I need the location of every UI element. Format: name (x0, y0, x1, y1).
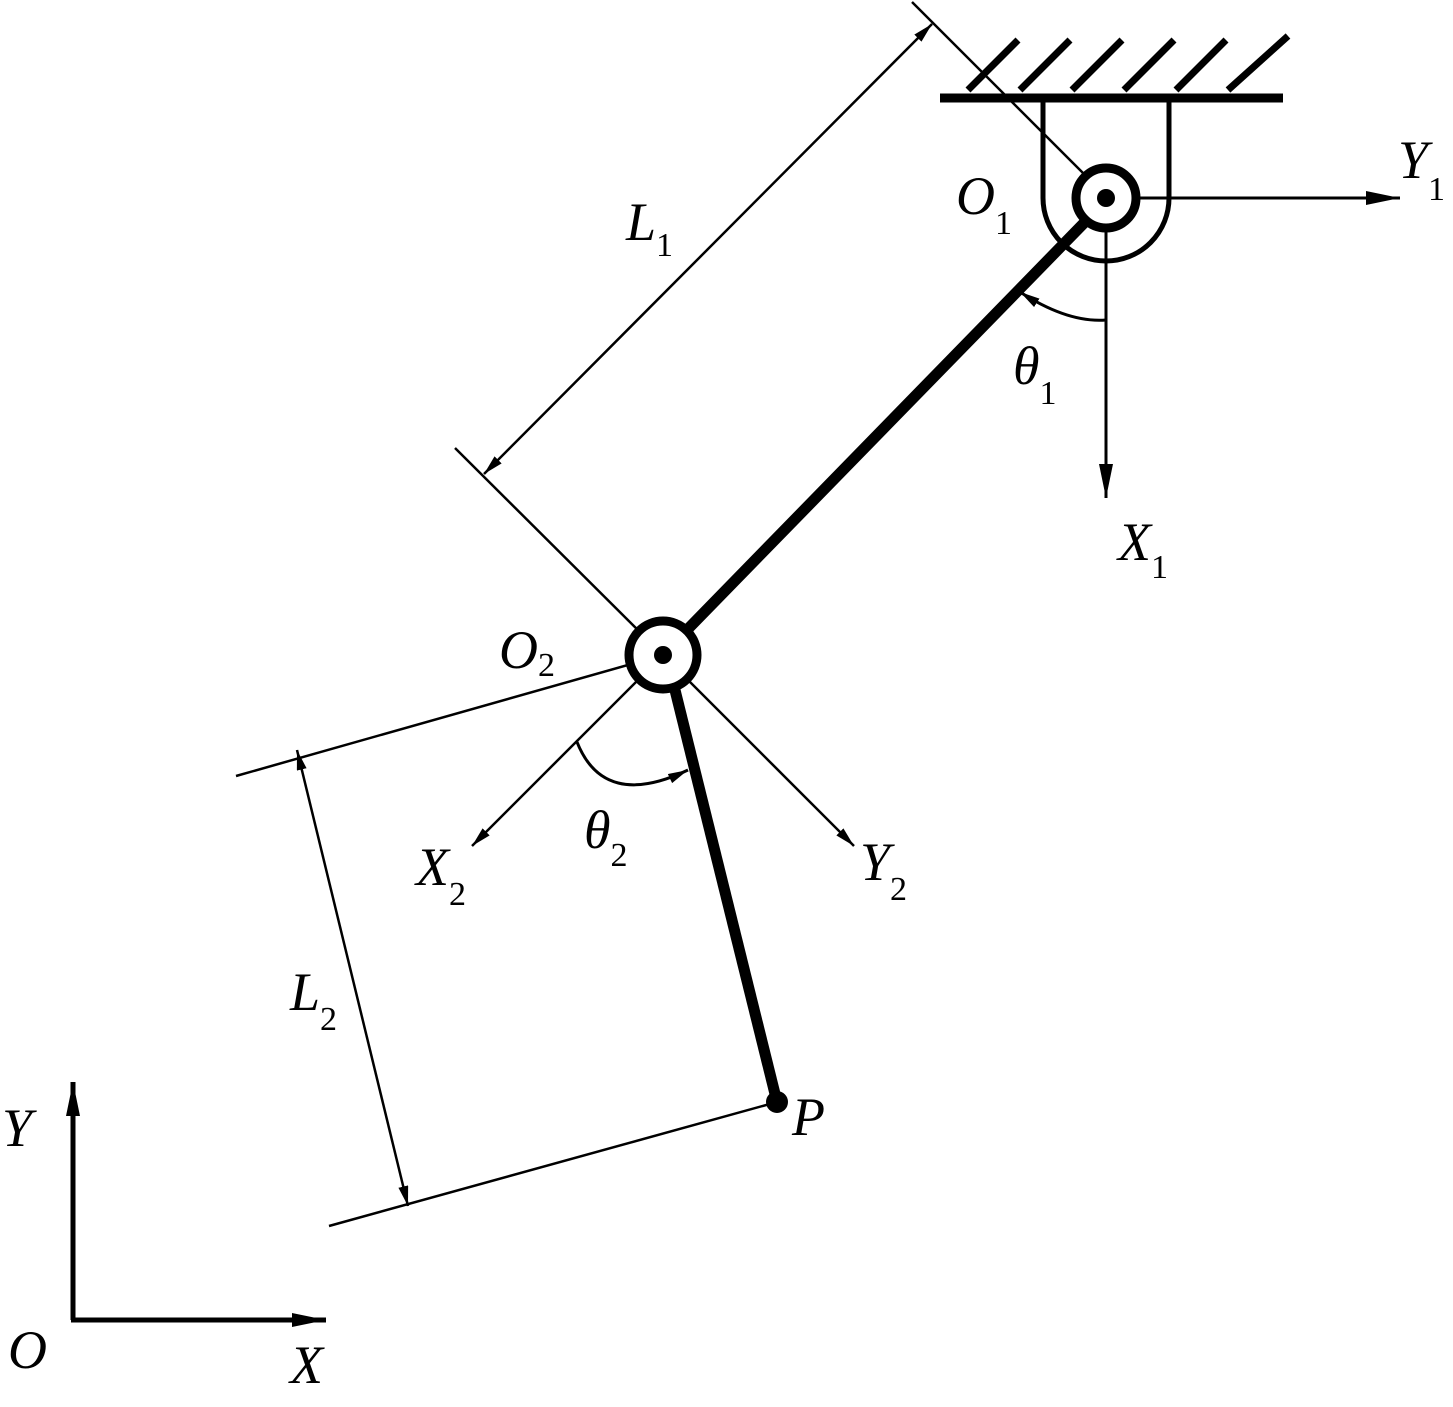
joint-O1-center (1097, 189, 1115, 207)
P-label: P (791, 1087, 825, 1147)
Y2-label: Y2 (860, 832, 907, 908)
L2-dimension (235, 653, 778, 1228)
end-effector-point-P (766, 1091, 788, 1113)
O1-label: O1 (956, 166, 1012, 242)
theta2-label: θ2 (584, 800, 628, 874)
joint-O2 (624, 616, 702, 694)
X2-label: X2 (414, 837, 466, 913)
link-2 (669, 688, 783, 1104)
Y2-axis-arrow (662, 654, 855, 847)
L2-label: L2 (289, 962, 337, 1038)
ground-support (940, 33, 1291, 264)
Y-label: Y (2, 1098, 37, 1158)
L1-dimension-arrow (483, 23, 933, 475)
L2-extension-line-bottom (328, 1100, 778, 1228)
joint-O1 (1071, 163, 1141, 233)
joint-O2-center (654, 646, 672, 664)
Y1-label: Y1 (1398, 130, 1445, 208)
link-1 (680, 218, 1089, 637)
X2-axis-arrow (471, 654, 664, 847)
L2-dimension-arrow (295, 749, 410, 1207)
theta1-angle-arc (1019, 290, 1107, 322)
ground-hatching (965, 33, 1291, 93)
X-label: X (288, 1335, 325, 1395)
L1-label: L1 (625, 192, 673, 264)
L1-extension-line-top (911, 1, 1107, 197)
O-label: O (8, 1320, 47, 1380)
L1-extension-line-bottom (454, 447, 664, 656)
O2-label: O2 (499, 620, 555, 684)
theta1-label: θ1 (1013, 336, 1057, 412)
X1-label: X1 (1116, 512, 1168, 586)
theta2-angle-arc (575, 741, 689, 787)
frame-2-axes (471, 654, 855, 847)
base-frame-axes (66, 1082, 326, 1327)
L1-dimension (454, 1, 1107, 656)
frame-1-axes (1099, 191, 1400, 498)
